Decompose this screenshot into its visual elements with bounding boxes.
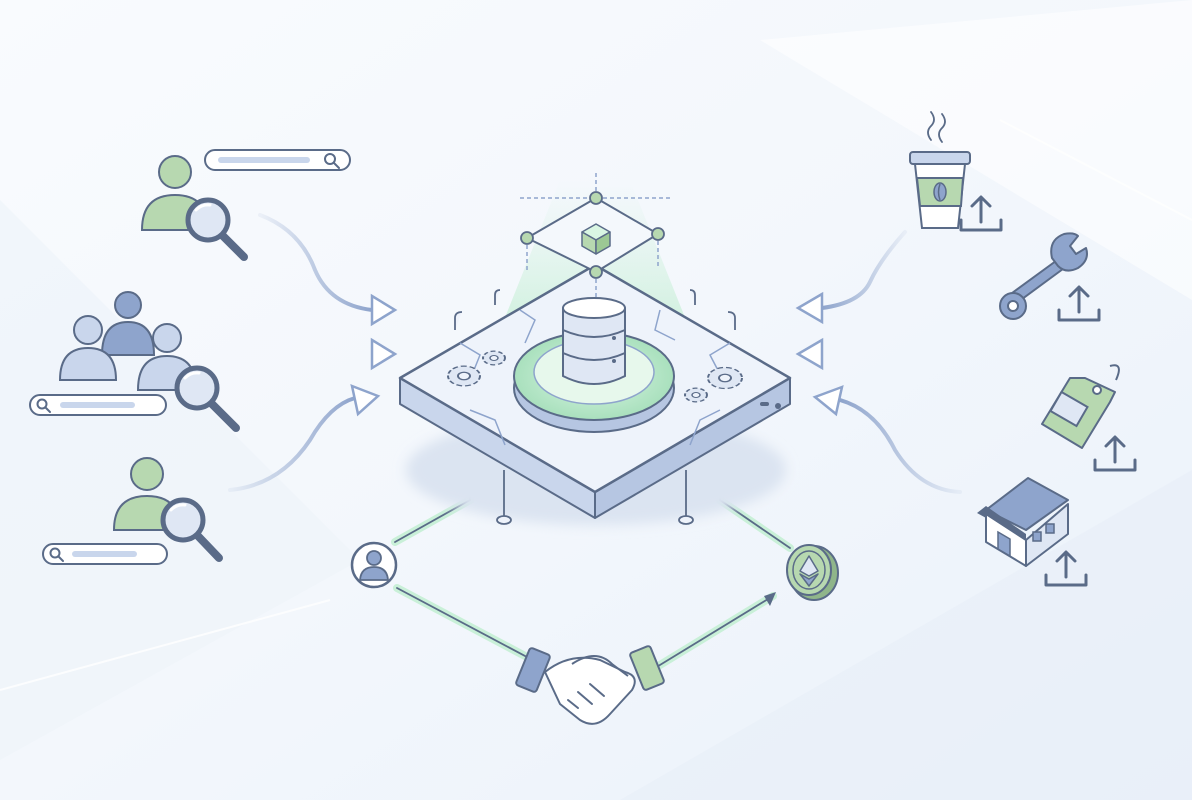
upload-tray-icon: [959, 195, 1003, 232]
gear-icon: [684, 387, 708, 403]
search-icon: [36, 398, 51, 413]
right-inflow-arrows: [795, 230, 1020, 494]
search-bar-top: [204, 149, 351, 171]
user-circle-icon: [350, 541, 398, 589]
arrowhead: [795, 337, 824, 371]
gear-icon: [447, 365, 481, 387]
upload-tray-icon: [1093, 435, 1137, 472]
price-tag-icon: [1041, 364, 1120, 449]
house-icon: [977, 477, 1069, 567]
search-icon: [324, 153, 340, 169]
arrow-bottom-left: [228, 396, 357, 492]
upload-tray-icon: [1044, 550, 1088, 587]
search-bar-middle: [29, 394, 167, 416]
cube-icon: [581, 223, 611, 255]
background-facet: [620, 470, 1192, 800]
node-network-icon: [520, 170, 670, 300]
background-line: [0, 599, 331, 691]
handshake-to-coin-link: [654, 595, 774, 669]
user-group-search-icon: [58, 291, 240, 432]
background-line: [999, 119, 1192, 221]
gear-icon: [482, 350, 506, 366]
arrow-bottom-right: [838, 398, 962, 494]
arrowhead: [350, 384, 381, 417]
arrowhead: [812, 385, 844, 417]
arrow-top-left: [258, 213, 374, 312]
database-icon: [562, 297, 626, 385]
user-search-icon: [140, 155, 248, 261]
search-bar-bottom: [42, 543, 168, 565]
platform-pins: [454, 289, 736, 525]
arrowhead: [764, 592, 776, 606]
search-icon: [49, 547, 64, 562]
arrowhead: [370, 337, 398, 371]
arrowhead: [795, 291, 824, 325]
handshake-icon: [515, 645, 665, 725]
arrow-top-right: [820, 230, 907, 310]
wrench-icon: [999, 232, 1088, 320]
user-to-handshake-link: [396, 587, 543, 666]
ethereum-coin-icon: [786, 544, 839, 601]
user-search-icon: [112, 457, 223, 562]
upload-tray-icon: [1057, 285, 1101, 322]
left-inflow-arrows: [228, 213, 398, 492]
background-facet: [760, 0, 1192, 300]
arrowhead: [370, 293, 398, 327]
coffee-cup-icon: [909, 111, 971, 229]
gear-icon: [707, 366, 743, 390]
